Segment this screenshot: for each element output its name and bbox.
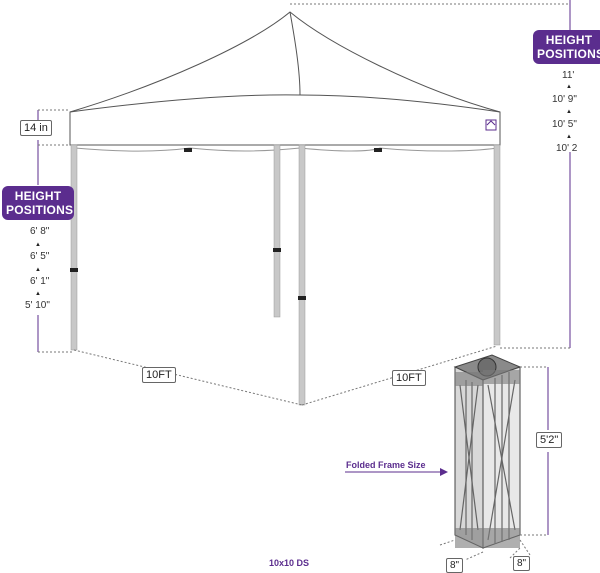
folded-depth-left-label: 8": [446, 558, 464, 573]
width-label-right: 10FT: [392, 370, 426, 386]
left-height-3: 6' 1": [30, 276, 50, 287]
folded-frame-label: Folded Frame Size: [346, 460, 426, 470]
up-triangle-icon: ▲: [566, 109, 572, 115]
leg-back-center: [273, 144, 281, 318]
right-height-2: 10' 9": [552, 94, 577, 105]
folded-depth-right-label: 8": [513, 556, 531, 571]
left-height-1: 6' 8": [30, 226, 50, 237]
folded-frame: [453, 354, 522, 549]
right-height-4: 10' 2: [556, 143, 578, 154]
roof-height-label: 14 in: [20, 120, 52, 136]
badge-line-1: HEIGHT: [14, 189, 62, 203]
frame-truss: [74, 147, 498, 152]
up-triangle-icon: ▲: [35, 242, 41, 248]
folded-height-dimension: [520, 366, 549, 536]
leg-front-right: [493, 144, 501, 346]
leg-front-left: [70, 144, 78, 351]
badge-line-2: POSITIONS: [6, 203, 74, 217]
folded-arrow-icon: [345, 468, 448, 476]
canopy-legs: [70, 144, 501, 406]
folded-depth-dimension: [439, 539, 531, 561]
leg-front-center: [298, 144, 306, 406]
brand-logo-icon: [485, 119, 497, 131]
folded-height-label: 5'2": [536, 432, 563, 448]
width-dimension: [73, 345, 498, 406]
badge-line-2: POSITIONS: [537, 47, 600, 61]
model-name: 10x10 DS: [269, 558, 310, 568]
right-height-positions-badge: HEIGHT POSITIONS: [533, 30, 600, 64]
left-height-4: 5' 10": [25, 300, 50, 311]
left-height-positions-badge: HEIGHT POSITIONS: [2, 186, 74, 220]
badge-line-1: HEIGHT: [545, 33, 593, 47]
left-height-2: 6' 5": [30, 251, 50, 262]
eave-height-dimension: [37, 109, 72, 353]
up-triangle-icon: ▲: [566, 134, 572, 140]
right-height-3: 10' 5": [552, 119, 577, 130]
width-label-left: 10FT: [142, 367, 176, 383]
up-triangle-icon: ▲: [35, 291, 41, 297]
up-triangle-icon: ▲: [566, 84, 572, 90]
canopy-roof: [69, 11, 501, 146]
up-triangle-icon: ▲: [35, 267, 41, 273]
right-height-1: 11': [562, 70, 575, 81]
